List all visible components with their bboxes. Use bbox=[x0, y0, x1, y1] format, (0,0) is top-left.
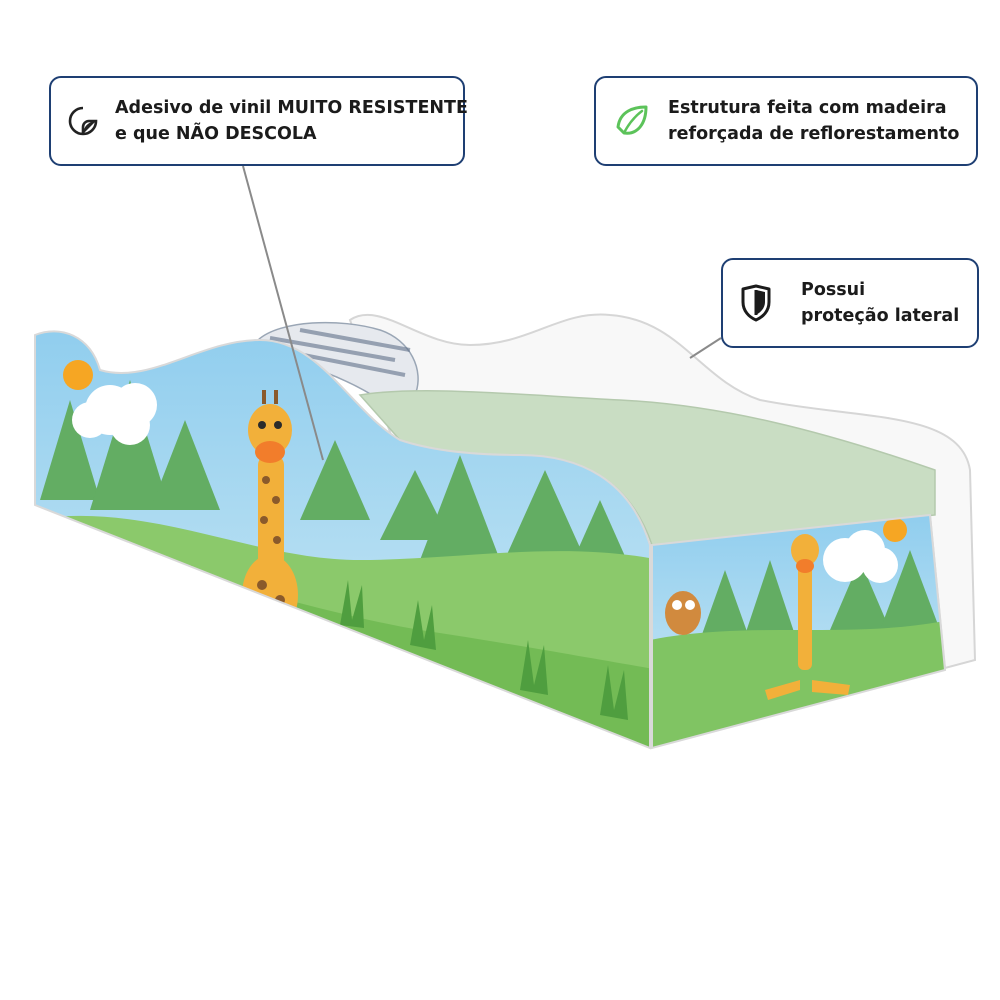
shield-icon bbox=[739, 284, 773, 322]
callout-protection-line-2: proteção lateral bbox=[801, 306, 960, 326]
callout-protection-line-1: Possui bbox=[801, 279, 866, 300]
sticker-peel-icon bbox=[67, 105, 99, 137]
callout-pointer-lines bbox=[242, 165, 722, 461]
callout-reforested-wood: Estrutura feita com madeira reforçada de… bbox=[594, 76, 978, 166]
callout-sticker-line-1: Adesivo de vinil MUITO RESISTENTE bbox=[115, 97, 468, 118]
callout-vinyl-sticker: Adesivo de vinil MUITO RESISTENTE e que … bbox=[49, 76, 468, 166]
callout-side-protection: Possui proteção lateral bbox=[721, 258, 979, 348]
bed-foot-panel bbox=[651, 513, 947, 750]
callout-wood-line-2: reforçada de reflorestamento bbox=[668, 124, 960, 144]
callout-wood-line-1: Estrutura feita com madeira bbox=[668, 97, 947, 118]
callout-sticker-line-2: e que NÃO DESCOLA bbox=[115, 124, 317, 144]
leaf-icon bbox=[612, 101, 652, 141]
